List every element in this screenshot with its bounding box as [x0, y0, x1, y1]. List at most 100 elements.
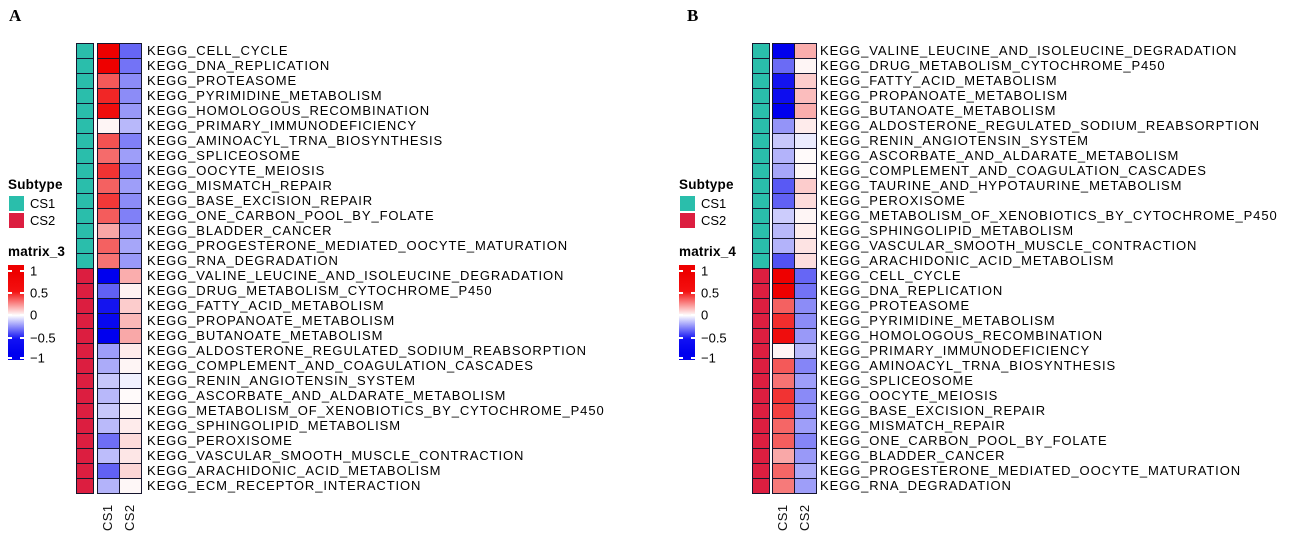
heatmap-cell: [97, 178, 119, 193]
subtype-cell: [752, 433, 769, 448]
legend-item-label: CS1: [30, 196, 56, 211]
heatmap-cell: [794, 418, 816, 433]
row-label: KEGG_RENIN_ANGIOTENSIN_SYSTEM: [820, 133, 1089, 148]
heatmap-cell: [97, 103, 119, 118]
heatmap-cell: [119, 118, 141, 133]
heatmap-matrix: [97, 43, 142, 494]
subtype-cell: [752, 283, 769, 298]
subtype-cell: [76, 178, 93, 193]
subtype-cell: [76, 88, 93, 103]
heatmap-cell: [772, 283, 794, 298]
panel-b-letter: B: [687, 6, 699, 25]
subtype-cell: [752, 328, 769, 343]
heatmap-cell: [119, 253, 141, 268]
subtype-cell: [752, 448, 769, 463]
heatmap-cell: [119, 463, 141, 478]
column-label-cs2: CS2: [797, 504, 812, 532]
colorbar-label: −0.5: [30, 330, 56, 346]
heatmap-cell: [772, 58, 794, 73]
row-label: KEGG_BLADDER_CANCER: [820, 448, 1006, 463]
subtype-cell: [76, 163, 93, 178]
colorbar-tick: [20, 314, 24, 316]
heatmap-cell: [772, 253, 794, 268]
colorbar-label: −1: [30, 350, 45, 366]
heatmap-cell: [119, 403, 141, 418]
row-label: KEGG_SPHINGOLIPID_METABOLISM: [820, 223, 1074, 238]
heatmap-cell: [794, 388, 816, 403]
heatmap-cell: [119, 73, 141, 88]
row-label: KEGG_ASCORBATE_AND_ALDARATE_METABOLISM: [820, 148, 1180, 163]
subtype-cell: [752, 208, 769, 223]
heatmap-cell: [97, 238, 119, 253]
row-label: KEGG_PRIMARY_IMMUNODEFICIENCY: [820, 343, 1091, 358]
colorbar-tick: [679, 337, 683, 339]
row-label: KEGG_COMPLEMENT_AND_COAGULATION_CASCADES: [147, 358, 534, 373]
colorbar-tick: [8, 314, 12, 316]
subtype-cell: [76, 418, 93, 433]
subtype-cell: [76, 448, 93, 463]
subtype-legend-title: Subtype: [679, 177, 734, 192]
heatmap-cell: [772, 448, 794, 463]
row-label: KEGG_CELL_CYCLE: [820, 268, 962, 283]
heatmap-cell: [772, 388, 794, 403]
subtype-cell: [76, 133, 93, 148]
heatmap-cell: [97, 478, 119, 493]
row-label: KEGG_PEROXISOME: [820, 193, 966, 208]
heatmap-cell: [794, 268, 816, 283]
colorbar-tick: [8, 357, 12, 359]
row-label: KEGG_DRUG_METABOLISM_CYTOCHROME_P450: [147, 283, 493, 298]
row-label: KEGG_ONE_CARBON_POOL_BY_FOLATE: [820, 433, 1108, 448]
heatmap-cell: [119, 148, 141, 163]
row-label: KEGG_BUTANOATE_METABOLISM: [820, 103, 1057, 118]
subtype-cell: [752, 358, 769, 373]
heatmap-cell: [794, 43, 816, 58]
heatmap-cell: [772, 418, 794, 433]
subtype-cell: [752, 163, 769, 178]
heatmap-cell: [119, 298, 141, 313]
subtype-cell: [752, 253, 769, 268]
subtype-cell: [76, 148, 93, 163]
heatmap-cell: [119, 433, 141, 448]
subtype-cell: [76, 193, 93, 208]
subtype-cell: [76, 238, 93, 253]
row-label: KEGG_SPLICEOSOME: [147, 148, 301, 163]
heatmap-cell: [119, 313, 141, 328]
colorbar-tick: [691, 314, 695, 316]
heatmap-cell: [772, 373, 794, 388]
row-label: KEGG_OOCYTE_MEIOSIS: [820, 388, 999, 403]
heatmap-cell: [772, 193, 794, 208]
row-label: KEGG_BASE_EXCISION_REPAIR: [147, 193, 373, 208]
row-label: KEGG_DNA_REPLICATION: [820, 283, 1004, 298]
heatmap-cell: [97, 388, 119, 403]
heatmap-cell: [772, 268, 794, 283]
heatmap-cell: [772, 43, 794, 58]
subtype-cell: [752, 403, 769, 418]
row-label: KEGG_RNA_DEGRADATION: [820, 478, 1012, 493]
row-label: KEGG_OOCYTE_MEIOSIS: [147, 163, 326, 178]
legend-item-cs2: CS2: [680, 213, 726, 228]
row-label: KEGG_METABOLISM_OF_XENOBIOTICS_BY_CYTOCH…: [820, 208, 1278, 223]
subtype-cell: [76, 43, 93, 58]
subtype-cell: [76, 283, 93, 298]
colorbar-label: 0.5: [30, 285, 49, 301]
heatmap-cell: [772, 343, 794, 358]
panel-a-letter: A: [9, 6, 22, 25]
heatmap-cell: [772, 298, 794, 313]
colorbar-tick: [20, 292, 24, 294]
subtype-cell: [76, 433, 93, 448]
row-label: KEGG_AMINOACYL_TRNA_BIOSYNTHESIS: [147, 133, 444, 148]
colorbar-label: −1: [701, 350, 716, 366]
row-label: KEGG_VALINE_LEUCINE_AND_ISOLEUCINE_DEGRA…: [820, 43, 1238, 58]
heatmap-cell: [772, 478, 794, 493]
row-label: KEGG_AMINOACYL_TRNA_BIOSYNTHESIS: [820, 358, 1117, 373]
row-label: KEGG_PROTEASOME: [820, 298, 971, 313]
subtype-cell: [76, 103, 93, 118]
heatmap-cell: [794, 283, 816, 298]
heatmap-cell: [794, 223, 816, 238]
heatmap-cell: [97, 253, 119, 268]
colorbar-tick: [691, 292, 695, 294]
heatmap-cell: [119, 373, 141, 388]
heatmap-cell: [97, 403, 119, 418]
heatmap-cell: [97, 163, 119, 178]
